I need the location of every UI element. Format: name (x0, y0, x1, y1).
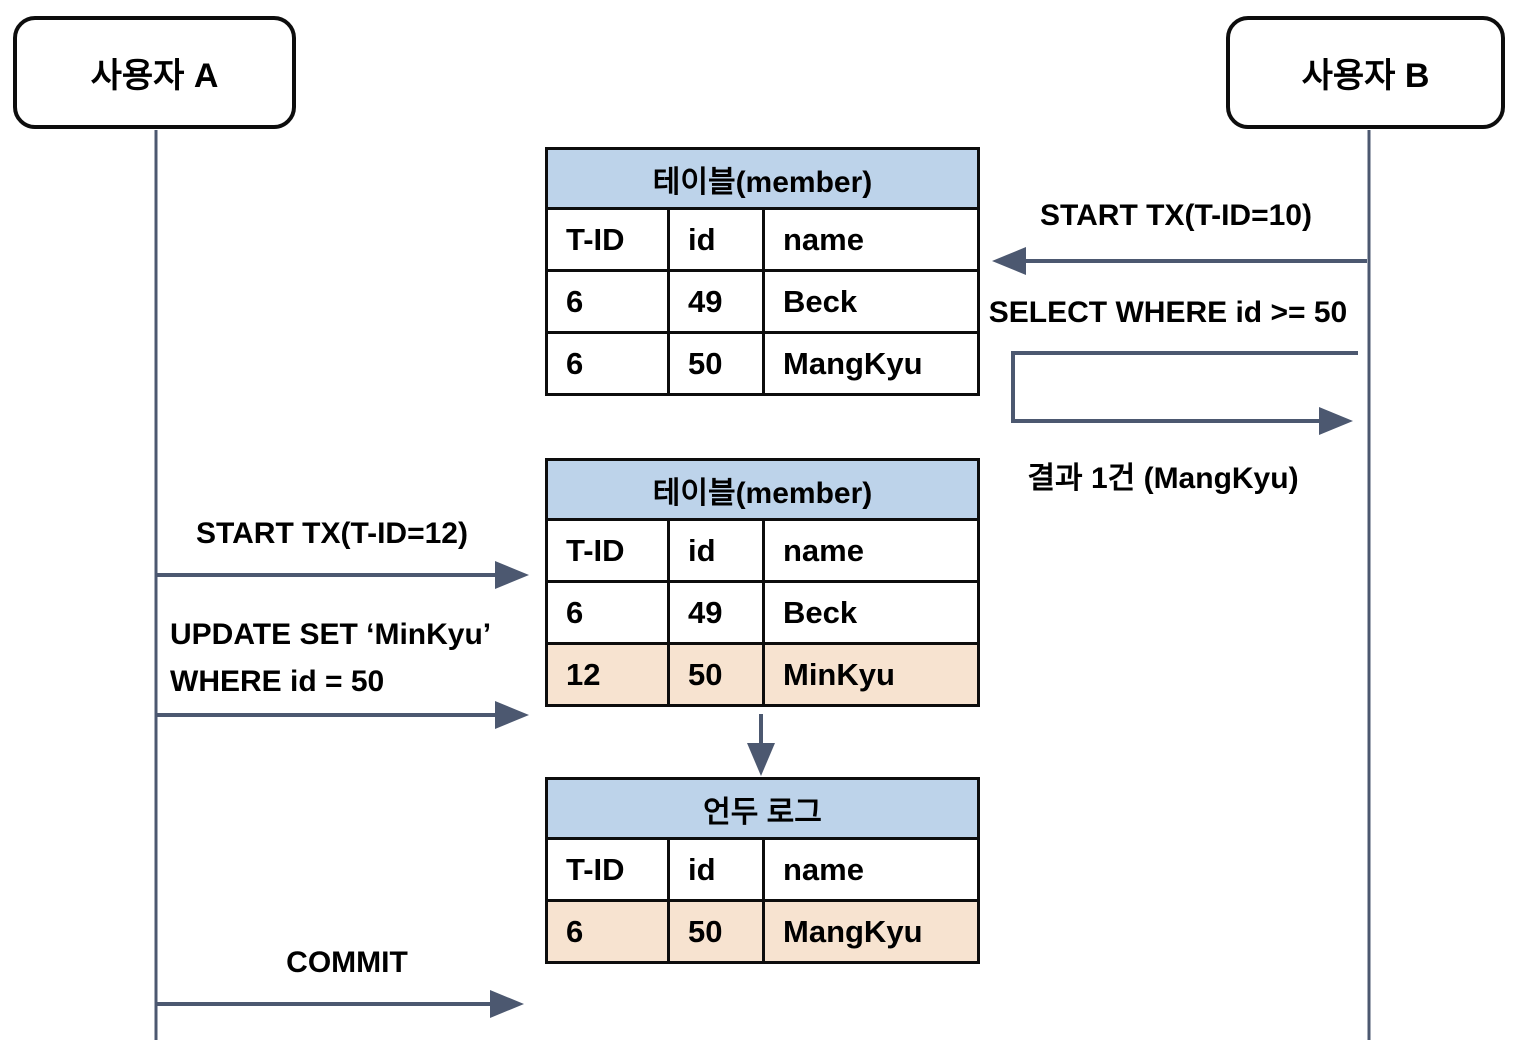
column-header-id: id (667, 207, 765, 272)
arrow-start-tx-b-left (992, 247, 1367, 275)
cell-name: MangKyu (761, 899, 981, 964)
cell-id: 50 (667, 642, 765, 707)
cell-tid: 6 (545, 269, 670, 334)
cell-name: Beck (761, 269, 981, 334)
arrow-update-right (157, 701, 529, 729)
message-update-line1: UPDATE SET ‘MinKyu’ (170, 618, 492, 651)
cell-id: 49 (667, 269, 765, 334)
arrow-start-tx-a-right (157, 561, 529, 589)
cell-name: MangKyu (761, 331, 981, 396)
column-header-tid: T-ID (545, 837, 670, 902)
table-row-highlighted: 6 50 MangKyu (545, 899, 981, 964)
message-select: SELECT WHERE id >= 50 (988, 296, 1348, 329)
column-header-name: name (761, 837, 981, 902)
message-select-result: 결과 1건 (MangKyu) (1027, 462, 1299, 495)
arrow-select-return (1011, 351, 1358, 435)
cell-name: MinKyu (761, 642, 981, 707)
table-header-row: T-ID id name (545, 207, 981, 272)
column-header-name: name (761, 518, 981, 583)
message-commit: COMMIT (286, 946, 408, 979)
table-title: 테이블(member) (544, 147, 981, 210)
table-member-snapshot-b: 테이블(member) T-ID id name 6 49 Beck 6 50 … (544, 147, 981, 396)
cell-tid: 6 (545, 580, 670, 645)
actor-user-b: 사용자 B (1226, 16, 1505, 129)
table-title: 테이블(member) (544, 458, 981, 521)
column-header-tid: T-ID (545, 518, 670, 583)
cell-tid: 6 (545, 899, 670, 964)
table-row: 6 49 Beck (545, 580, 981, 645)
table-header-row: T-ID id name (545, 518, 981, 583)
table-row: 6 49 Beck (545, 269, 981, 334)
arrow-commit-right (157, 990, 524, 1018)
message-start-tx-a: START TX(T-ID=12) (196, 517, 468, 550)
cell-tid: 12 (545, 642, 670, 707)
column-header-id: id (667, 837, 765, 902)
cell-id: 50 (667, 331, 765, 396)
arrow-table-to-undo-log (747, 714, 775, 776)
message-update-line2: WHERE id = 50 (170, 665, 385, 698)
actor-user-a: 사용자 A (13, 16, 296, 129)
table-row-highlighted: 12 50 MinKyu (545, 642, 981, 707)
cell-id: 50 (667, 899, 765, 964)
cell-name: Beck (761, 580, 981, 645)
table-row: 6 50 MangKyu (545, 331, 981, 396)
cell-id: 49 (667, 580, 765, 645)
actor-user-b-label: 사용자 B (1301, 57, 1430, 95)
column-header-name: name (761, 207, 981, 272)
table-header-row: T-ID id name (545, 837, 981, 902)
column-header-tid: T-ID (545, 207, 670, 272)
table-title: 언두 로그 (544, 777, 981, 840)
message-start-tx-b: START TX(T-ID=10) (1040, 199, 1312, 232)
column-header-id: id (667, 518, 765, 583)
actor-user-a-label: 사용자 A (90, 57, 219, 95)
table-member-after-update: 테이블(member) T-ID id name 6 49 Beck 12 50… (544, 458, 981, 707)
table-undo-log: 언두 로그 T-ID id name 6 50 MangKyu (544, 777, 981, 964)
cell-tid: 6 (545, 331, 670, 396)
